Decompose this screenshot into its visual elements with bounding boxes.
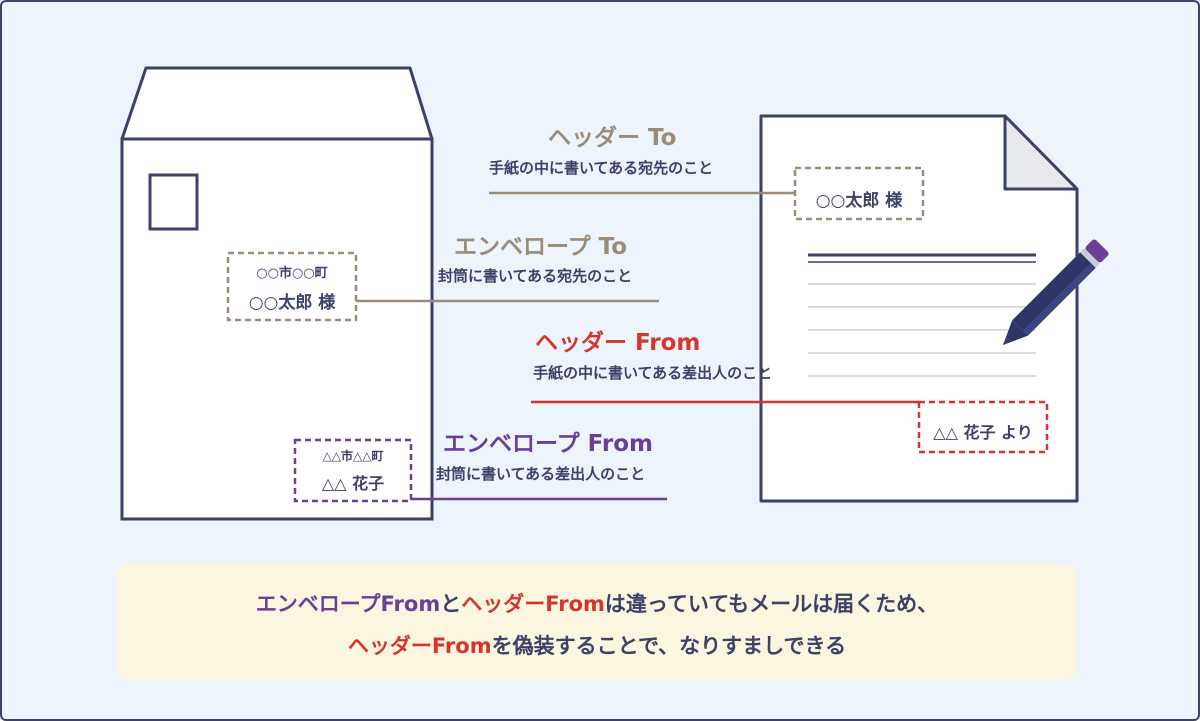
envelope-to-title: エンベロープ To: [454, 234, 628, 260]
envelope-sender-address: △△市△△町: [322, 449, 384, 463]
envelope-from-term: エンベロープFrom: [255, 592, 441, 616]
header-from-term: ヘッダーFrom: [461, 592, 605, 616]
letter-from-name: △△ 花子 より: [933, 423, 1033, 442]
header-to-title: ヘッダー To: [548, 125, 677, 151]
header-to-desc: 手紙の中に書いてある宛先のこと: [489, 159, 714, 177]
envelope-recipient-name: ○○太郎 様: [248, 293, 336, 313]
summary-line-1-tail: は違っていてもメールは届くため、: [604, 592, 939, 616]
summary-line-2: ヘッダーFromを偽装することで、なりすましできる: [117, 630, 1077, 660]
envelope-recipient-address: ○○市○○町: [256, 266, 328, 281]
envelope-sender-name: △△ 花子: [321, 474, 385, 493]
header-from-title: ヘッダー From: [535, 330, 701, 356]
envelope-recipient-box: [226, 251, 358, 322]
letter-graphic: [759, 114, 1079, 503]
envelope-graphic: [120, 66, 434, 521]
pencil-icon: [1003, 239, 1109, 345]
stamp-box: [148, 173, 199, 231]
header-from-desc: 手紙の中に書いてある差出人のこと: [533, 364, 773, 382]
letter-from-box: [917, 400, 1049, 454]
summary-note: エンベロープFromとヘッダーFromは違っていてもメールは届くため、 ヘッダー…: [117, 564, 1077, 680]
summary-line-1: エンベロープFromとヘッダーFromは違っていてもメールは届くため、: [117, 588, 1077, 618]
letter-to-name: ○○太郎 様: [815, 191, 903, 211]
summary-line-2-tail: を偽装することで、なりすましできる: [491, 634, 847, 658]
envelope-sender-box: [293, 438, 413, 503]
summary-connector: と: [440, 592, 462, 616]
envelope-from-desc: 封筒に書いてある差出人のこと: [436, 465, 646, 483]
envelope-to-desc: 封筒に書いてある宛先のこと: [438, 267, 633, 285]
envelope-from-title: エンベロープ From: [443, 431, 653, 457]
header-from-term-2: ヘッダーFrom: [347, 634, 492, 658]
